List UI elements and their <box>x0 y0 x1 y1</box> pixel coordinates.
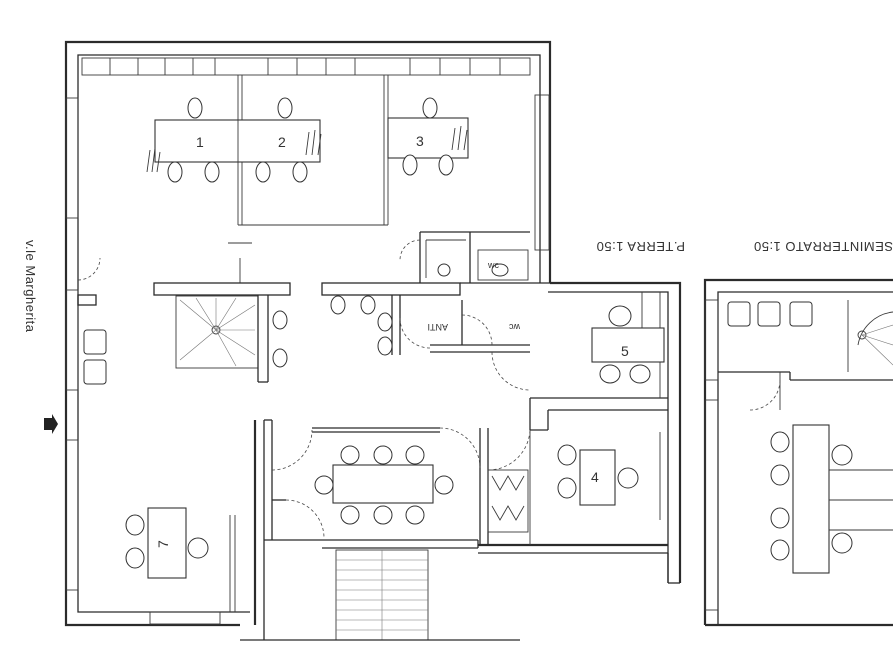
room-label-3: 3 <box>416 133 424 149</box>
door-swings <box>77 239 531 539</box>
room-label-5: 5 <box>621 343 629 359</box>
chairs-top <box>167 97 454 183</box>
meeting-table <box>314 445 454 525</box>
anti-label: ANTI <box>427 322 448 332</box>
ground-floor-title: P.TERRA 1:50 <box>596 239 685 254</box>
room-label-7: 7 <box>155 540 171 548</box>
wc-label-upper: wc <box>487 260 499 270</box>
basement-title: SEMINTERRATO 1:50 <box>754 239 893 254</box>
spiral-staircase <box>179 297 256 367</box>
room-label-4: 4 <box>591 469 599 485</box>
wc-fixtures <box>437 249 529 281</box>
room-label-1: 1 <box>196 134 204 150</box>
plant-scribbles <box>146 125 468 173</box>
office-7-furniture <box>125 507 209 579</box>
room-label-2: 2 <box>278 134 286 150</box>
left-window-strips <box>65 94 550 625</box>
desks-top <box>154 117 469 163</box>
outer-walls <box>64 40 682 640</box>
basement-plan <box>703 278 893 627</box>
entrance-arrow <box>44 414 58 434</box>
office-5-furniture <box>591 305 665 384</box>
corridor-chairs <box>83 295 393 385</box>
office-4-furniture <box>557 444 639 506</box>
street-label: v.le Margherita <box>23 240 38 333</box>
straight-staircase <box>240 549 520 641</box>
top-window-strip <box>81 57 531 76</box>
wc-label-lower: wc <box>509 322 521 332</box>
